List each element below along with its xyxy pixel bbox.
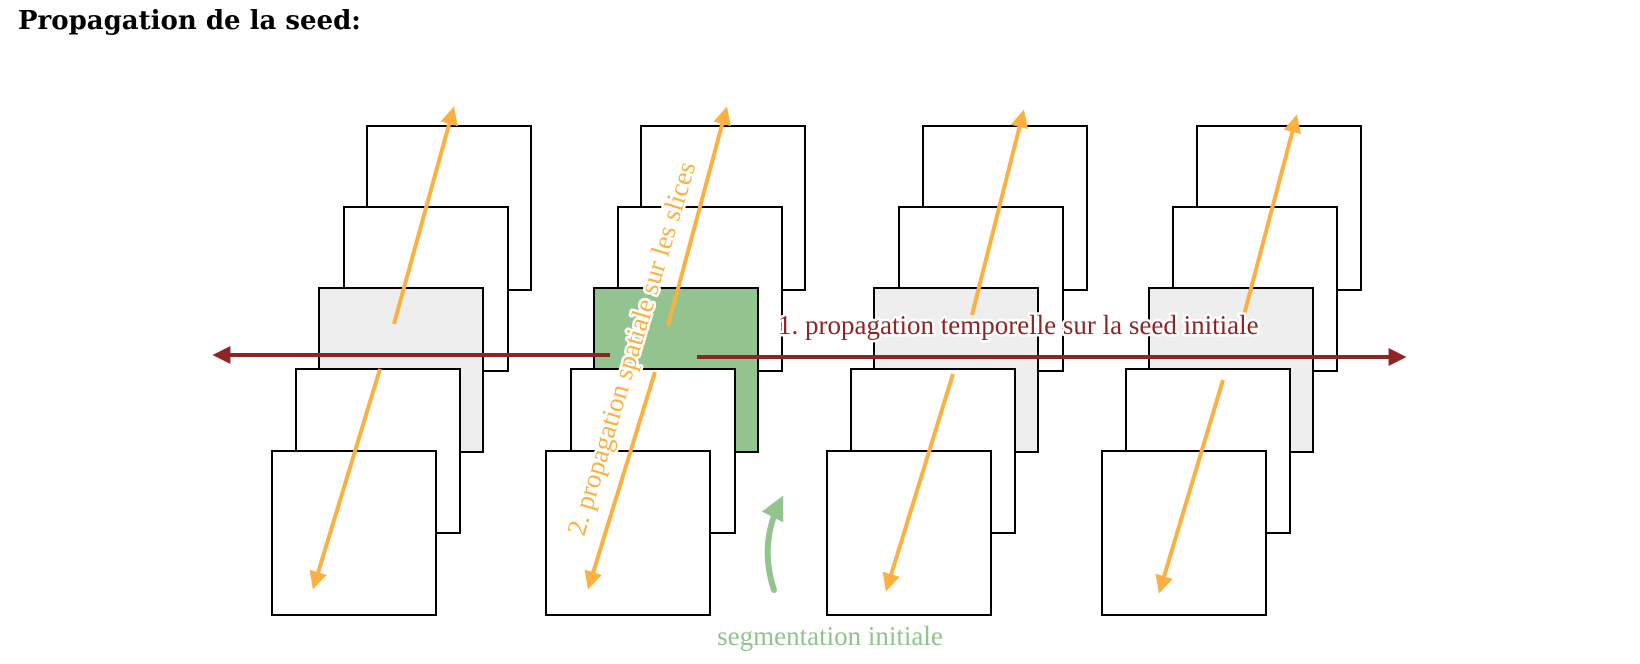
spatial-arrow-down: [584, 371, 657, 590]
slice: [1101, 450, 1267, 616]
spatial-arrow-up: [970, 109, 1029, 316]
slice-stack-4: [1101, 114, 1362, 616]
slice-stack-1: [271, 106, 532, 616]
slice: [271, 450, 437, 616]
slice-stack-3: [826, 109, 1088, 616]
slice: [545, 450, 711, 616]
spatial-arrow-up: [392, 106, 458, 325]
page-title: Propagation de la seed:: [18, 6, 361, 36]
spatial-arrow-down: [1155, 379, 1225, 594]
temporal-propagation-label: 1. propagation temporelle sur la seed in…: [778, 310, 1259, 340]
initial-segmentation-label: segmentation initiale: [717, 621, 943, 651]
slice: [826, 450, 992, 616]
initial-segmentation-arrow: [761, 495, 784, 593]
spatial-arrow-up: [1242, 114, 1302, 316]
slice-stack-2: [545, 106, 806, 616]
spatial-arrow-down: [309, 368, 382, 590]
spatial-arrow-up: [666, 106, 731, 327]
spatial-arrow-down: [882, 373, 955, 592]
